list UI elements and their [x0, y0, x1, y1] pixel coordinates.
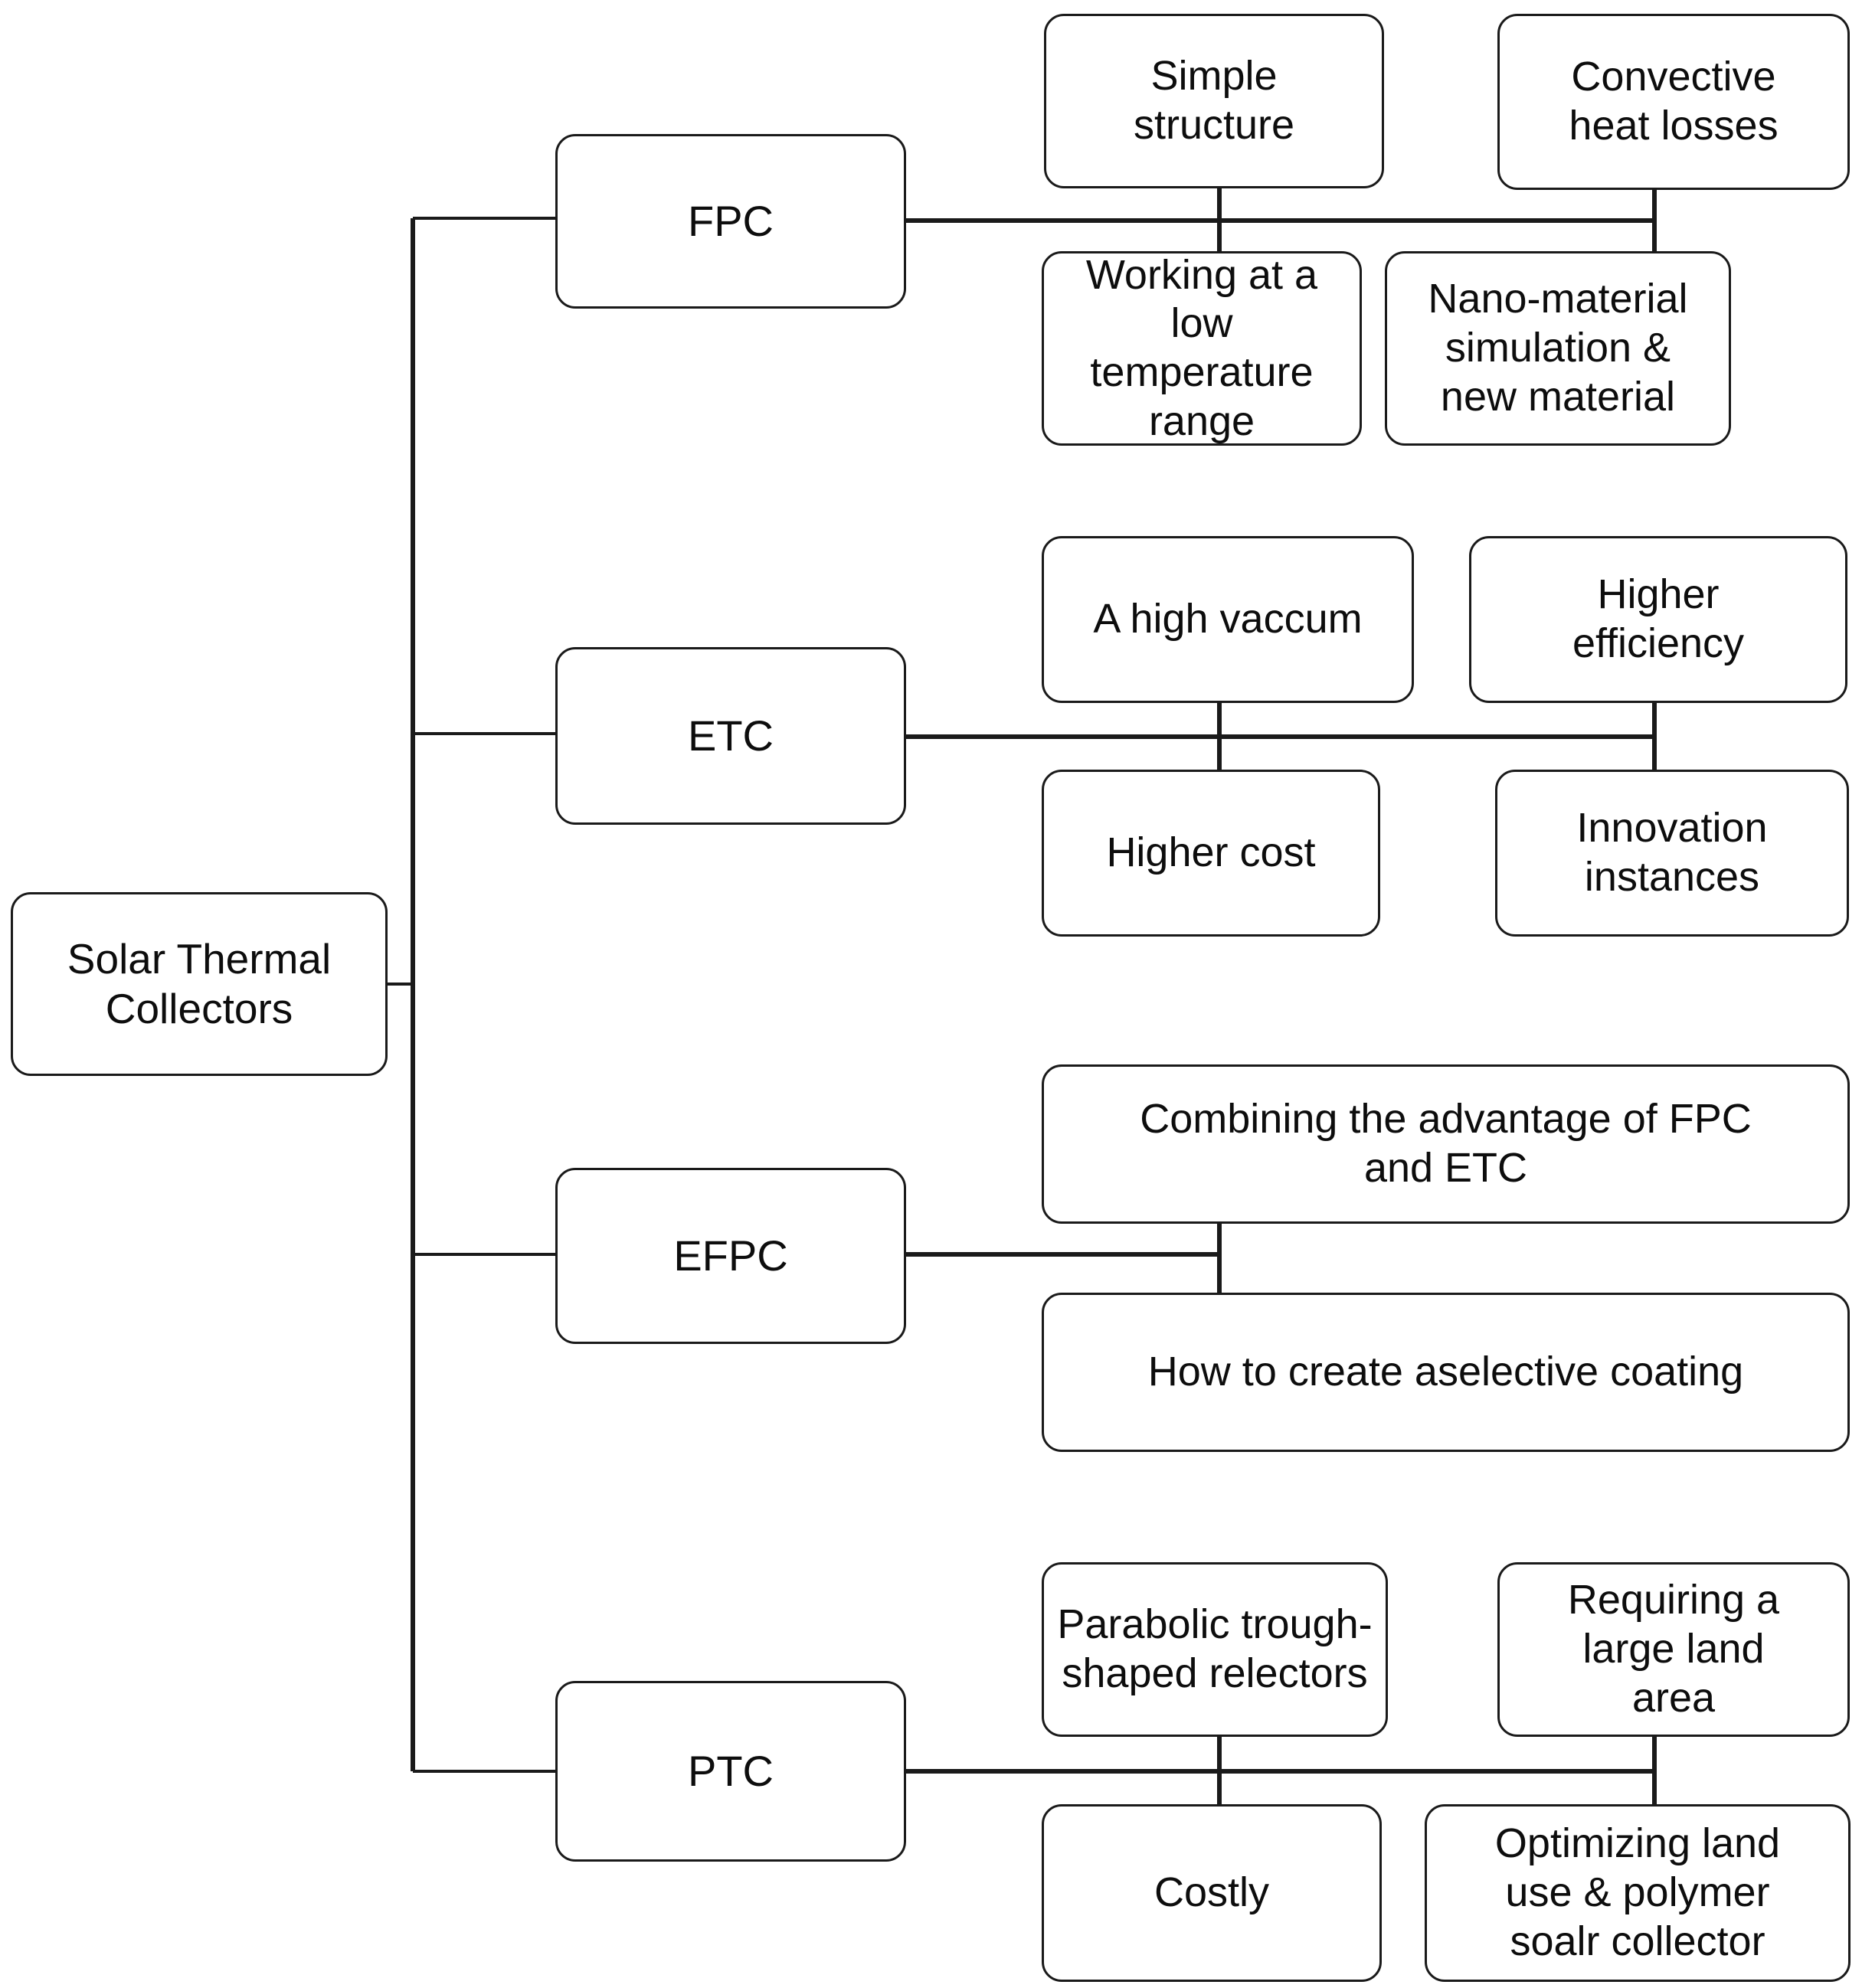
node-label: Combining the advantage of FPC and ETC: [1140, 1096, 1752, 1191]
node-ptc-parabolic-trough-shaped-relectors[interactable]: Parabolic trough- shaped relectors: [1042, 1562, 1388, 1737]
node-label: How to create aselective coating: [1147, 1349, 1744, 1395]
node-label: Solar Thermal Collectors: [67, 935, 332, 1032]
node-label: PTC: [688, 1746, 774, 1795]
node-ptc-requiring-large-land-area[interactable]: Requiring a large land area: [1497, 1562, 1850, 1737]
node-fpc[interactable]: FPC: [555, 134, 906, 309]
node-label: Costly: [1154, 1869, 1270, 1916]
node-label: Higher efficiency: [1572, 571, 1745, 666]
node-label: Innovation instances: [1576, 805, 1768, 900]
node-ptc-costly[interactable]: Costly: [1042, 1804, 1382, 1982]
node-solar-thermal-collectors[interactable]: Solar Thermal Collectors: [11, 892, 388, 1076]
node-etc-a-high-vaccum[interactable]: A high vaccum: [1042, 536, 1414, 703]
node-fpc-nano-material-simulation[interactable]: Nano-material simulation & new material: [1385, 251, 1731, 446]
node-fpc-convective-heat-losses[interactable]: Convective heat losses: [1497, 14, 1850, 190]
node-label: Parabolic trough- shaped relectors: [1057, 1601, 1373, 1696]
node-efpc-how-to-create-aselective-coating[interactable]: How to create aselective coating: [1042, 1293, 1850, 1452]
node-ptc[interactable]: PTC: [555, 1681, 906, 1862]
node-ptc-optimizing-land-use-polymer[interactable]: Optimizing land use & polymer soalr coll…: [1425, 1804, 1851, 1982]
node-fpc-working-low-temperature-range[interactable]: Working at a low temperature range: [1042, 251, 1362, 446]
node-etc-higher-efficiency[interactable]: Higher efficiency: [1469, 536, 1847, 703]
node-etc-higher-cost[interactable]: Higher cost: [1042, 770, 1380, 937]
node-label: Convective heat losses: [1569, 54, 1779, 149]
node-label: Simple structure: [1133, 53, 1295, 148]
node-efpc-combining-advantage-fpc-etc[interactable]: Combining the advantage of FPC and ETC: [1042, 1064, 1850, 1224]
node-label: EFPC: [673, 1231, 788, 1280]
node-fpc-simple-structure[interactable]: Simple structure: [1044, 14, 1384, 188]
node-etc[interactable]: ETC: [555, 647, 906, 825]
node-label: Working at a low temperature range: [1085, 251, 1318, 444]
node-label: Optimizing land use & polymer soalr coll…: [1494, 1820, 1781, 1964]
node-etc-innovation-instances[interactable]: Innovation instances: [1495, 770, 1849, 937]
node-label: Nano-material simulation & new material: [1428, 276, 1688, 420]
node-label: ETC: [688, 711, 774, 760]
node-label: A high vaccum: [1093, 596, 1363, 643]
node-label: Higher cost: [1106, 829, 1316, 876]
node-label: FPC: [688, 196, 774, 245]
node-efpc[interactable]: EFPC: [555, 1168, 906, 1344]
node-label: Requiring a large land area: [1567, 1577, 1780, 1721]
